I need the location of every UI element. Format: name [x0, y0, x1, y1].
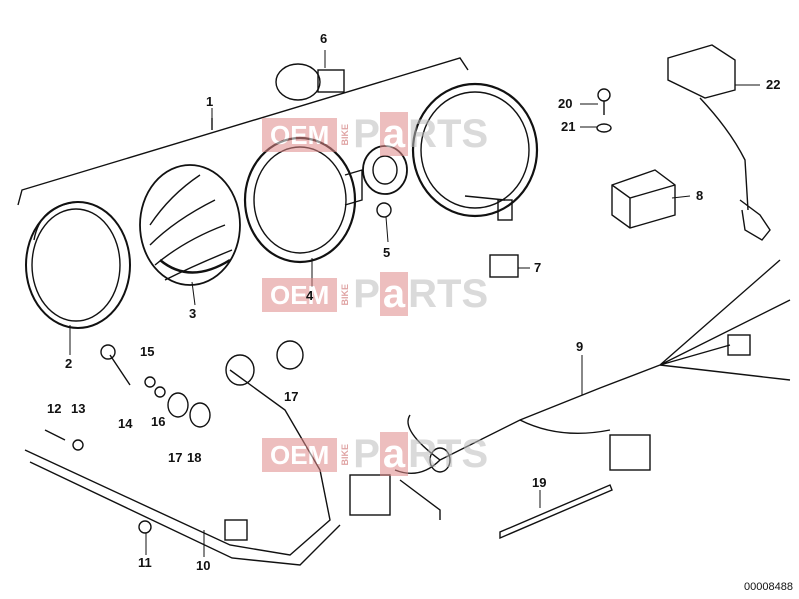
- sleeve: [489, 254, 519, 278]
- relay: [611, 169, 676, 229]
- callout-11: 11: [138, 555, 152, 570]
- watermark-parts: PaRTS: [353, 112, 489, 156]
- callout-9: 9: [576, 339, 584, 354]
- screw-and-washer: [596, 88, 612, 133]
- callout-6: 6: [320, 31, 328, 46]
- callout-17b: 17: [284, 389, 299, 404]
- group-bracket: [17, 57, 469, 206]
- callout-18: 18: [187, 450, 202, 465]
- watermark-bike: BIKE: [340, 123, 351, 146]
- callout-17a: 17: [168, 450, 183, 465]
- callout-22: 22: [766, 77, 781, 92]
- headlight-rim: [25, 201, 131, 329]
- callout-7: 7: [534, 260, 542, 275]
- watermark: OEM BIKE PaRTS: [262, 272, 488, 317]
- callout-5: 5: [383, 245, 391, 260]
- headlight-lens: [139, 164, 241, 286]
- watermark-oem: OEM: [262, 117, 338, 152]
- relay-with-cable: [667, 44, 771, 241]
- callout-15: 15: [140, 344, 155, 359]
- callout-10: 10: [196, 558, 211, 573]
- callout-16: 16: [151, 414, 166, 429]
- callout-13: 13: [71, 401, 86, 416]
- callout-1: 1: [206, 94, 214, 109]
- watermark: OEM BIKE PaRTS: [262, 432, 488, 477]
- watermark-bike: BIKE: [340, 443, 351, 466]
- watermark-parts: PaRTS: [353, 432, 489, 476]
- cable-tie: [499, 484, 613, 540]
- callout-4: 4: [306, 288, 314, 303]
- wiring-harness: [349, 259, 791, 520]
- callout-2: 2: [65, 356, 73, 371]
- watermark-bike: BIKE: [340, 283, 351, 306]
- headlight-housing: [411, 82, 539, 221]
- small-hardware: [44, 340, 304, 534]
- callout-19: 19: [532, 475, 547, 490]
- callout-20: 20: [558, 96, 573, 111]
- watermark-parts: PaRTS: [353, 272, 489, 316]
- mounting-bracket: [24, 369, 341, 566]
- leader-lines: [69, 50, 760, 557]
- callout-12: 12: [47, 401, 62, 416]
- bulb: [275, 63, 345, 101]
- callout-3: 3: [189, 306, 197, 321]
- watermark-oem: OEM: [262, 437, 338, 472]
- document-id: 00008488: [744, 581, 793, 593]
- watermark-oem: OEM: [262, 277, 338, 312]
- watermark: OEM BIKE PaRTS: [262, 112, 488, 157]
- callout-14: 14: [118, 416, 133, 431]
- callout-8: 8: [696, 188, 704, 203]
- callout-21: 21: [561, 119, 576, 134]
